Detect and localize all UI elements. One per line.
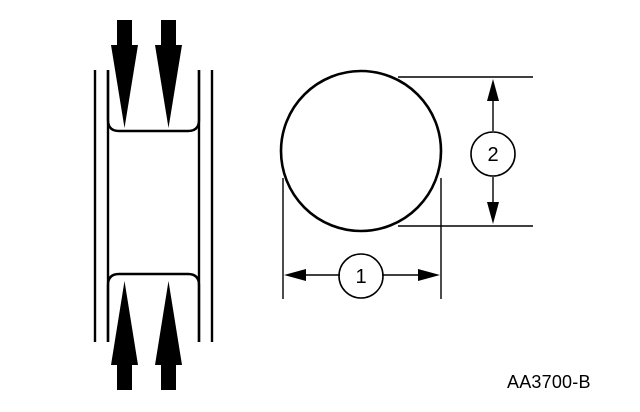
figure-identifier: AA3700-B [507, 372, 591, 392]
bearing-side-view [93, 70, 214, 342]
upper-bearing-shell [106, 70, 201, 133]
callout-circle-1 [338, 253, 384, 299]
arrowhead-left [284, 269, 306, 281]
callout-label-2: 2 [487, 144, 498, 166]
dimension-arrowheads [284, 79, 499, 281]
arrow-up-right [155, 281, 182, 390]
arrowhead-up [487, 79, 499, 101]
callout-circle-2 [470, 131, 516, 177]
top-compression-arrows [111, 20, 182, 128]
bottom-compression-arrows [111, 281, 182, 390]
arrowhead-right [418, 269, 440, 281]
lower-bearing-shell [106, 272, 201, 342]
callout-label-1: 1 [355, 266, 366, 288]
measurement-view [279, 69, 533, 299]
arrow-down-left [111, 20, 138, 128]
arrow-up-left [111, 281, 138, 390]
arrow-down-right [155, 20, 182, 128]
measured-circle [279, 69, 443, 233]
arrowhead-down [487, 202, 499, 224]
